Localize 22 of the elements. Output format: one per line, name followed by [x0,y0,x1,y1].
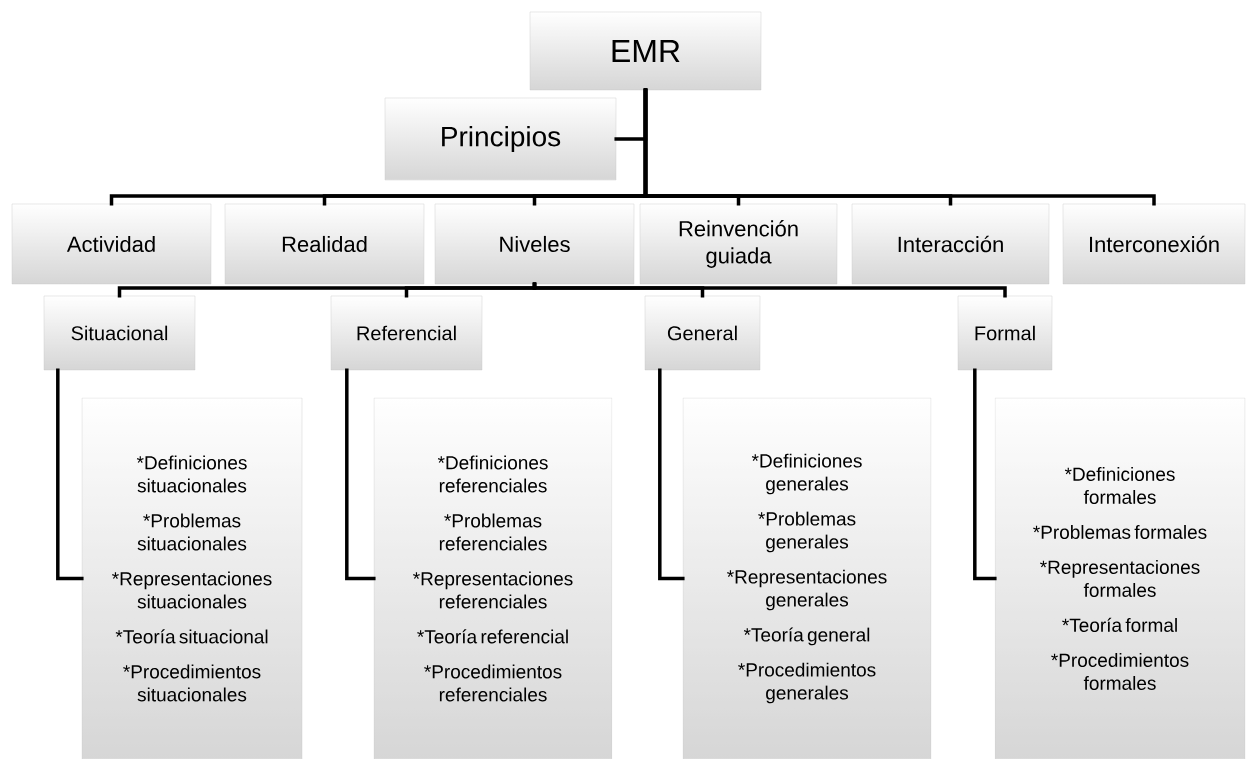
content-box: *Definiciones formales *Problemas formales *Representaciones formales *Teoría formal *Procedimientos formales [994,397,1246,759]
level-box: Formal [957,295,1053,371]
content-box: *Definiciones situacionales *Problemas situacionales *Representaciones situacionales *Teoría situacional *Procedimientos situacionales [81,397,303,759]
level-box: General [644,295,761,371]
principle-box: Actividad [11,203,212,285]
principle-box: Interacción [851,203,1050,285]
category-box: Principios [384,97,617,181]
connector-line [973,368,997,581]
principle-box: Interconexión [1062,203,1246,285]
principle-box: Reinvención guiada [639,203,838,285]
root-box: EMR [529,11,762,91]
level-box: Referencial [330,295,483,371]
content-box: *Definiciones referenciales *Problemas referenciales *Representaciones referenciales *Teoría referencial *Procedimientos referenciales [373,397,613,759]
principle-box: Niveles [434,203,635,285]
content-box: *Definiciones generales *Problemas generales *Representaciones generales *Teoría general *Procedimientos generales [682,397,932,759]
connector-line [532,282,1007,298]
connector-line [643,88,1156,206]
connector-line [345,368,376,581]
level-box: Situacional [43,295,196,371]
principle-box: Realidad [224,203,425,285]
connector-line [56,368,84,581]
connector-line [658,368,685,581]
